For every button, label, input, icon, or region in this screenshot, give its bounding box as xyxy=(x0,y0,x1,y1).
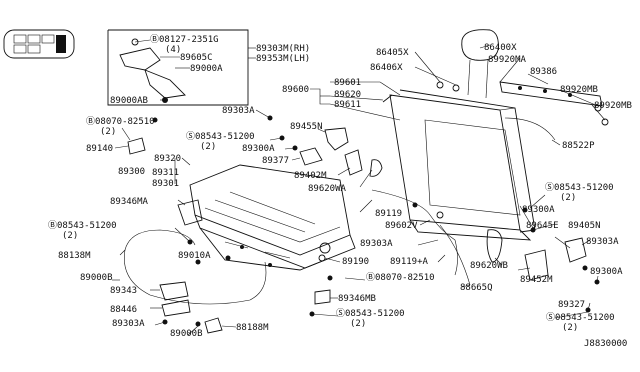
label-89452m: 89452M xyxy=(520,275,553,285)
label-89190: 89190 xyxy=(342,257,369,267)
label-89402m: 89402M xyxy=(294,171,327,181)
label-diagram-code: J8830000 xyxy=(584,339,627,349)
vehicle-locator-icon xyxy=(3,29,75,59)
label-89605c: 89605C xyxy=(180,53,213,63)
label-89000ab: 89000AB xyxy=(110,96,148,106)
label-89455n: 89455N xyxy=(290,122,323,132)
label-88446: 88446 xyxy=(110,305,137,315)
label-86405x: 86405X xyxy=(376,48,409,58)
bracket-88446 xyxy=(161,299,191,317)
label-89320: 89320 xyxy=(154,154,181,164)
label-89300a-b: 89300A xyxy=(522,205,555,215)
latch-89452m xyxy=(524,249,549,281)
label-89920mb-b: 89920MB xyxy=(594,101,632,111)
label-86400x: 86400X xyxy=(484,43,517,53)
label-89303a-r: 89303A xyxy=(586,237,619,247)
label-88138m: 88138M xyxy=(58,251,91,261)
label-89300: 89300 xyxy=(118,167,145,177)
label-86406x: 86406X xyxy=(370,63,403,73)
label-89140: 89140 xyxy=(86,144,113,154)
label-89303m: 89303M(RH) xyxy=(256,44,310,54)
label-89327: 89327 xyxy=(558,300,585,310)
label-08543-qty-b: (2) xyxy=(560,193,576,203)
clip-88188m xyxy=(204,317,223,334)
label-89010a: 89010A xyxy=(178,251,211,261)
label-08070-82510-b: Ⓑ08070-82510 xyxy=(366,272,435,283)
label-89000b-a: 89000B xyxy=(80,273,113,283)
strap-89620wb xyxy=(486,229,503,263)
label-08543-b: Ⓢ08543-51200 xyxy=(545,182,614,193)
cable-88665q xyxy=(439,224,471,286)
label-08543-qty-e: (2) xyxy=(562,323,578,333)
seat-cushion xyxy=(189,164,356,269)
label-89405n: 89405N xyxy=(568,221,601,231)
label-89611: 89611 xyxy=(334,100,361,110)
label-89920ma: 89920MA xyxy=(488,55,527,65)
part-labels: Ⓑ08127-2351G (4) 89605C 89000A 89000AB 8… xyxy=(48,34,632,349)
label-88665q: 88665Q xyxy=(460,283,493,293)
label-89300a-c: 89300A xyxy=(590,267,623,277)
hinge-inset-box xyxy=(107,29,256,106)
label-89620wa: 89620WA xyxy=(308,184,347,194)
bracket-89140 xyxy=(127,137,146,155)
label-89386: 89386 xyxy=(530,67,557,77)
label-08543-a: Ⓢ08543-51200 xyxy=(186,131,255,142)
label-08070-82510-a: Ⓑ08070-82510 xyxy=(86,116,155,127)
label-89645e: 89645E xyxy=(526,221,559,231)
label-88522p: 88522P xyxy=(562,141,595,151)
label-08543-qty-a: (2) xyxy=(200,142,216,152)
label-08543-qty-d: (2) xyxy=(350,319,366,329)
label-89601: 89601 xyxy=(334,78,361,88)
hinge-bracket xyxy=(119,38,190,103)
label-89620wb: 89620WB xyxy=(470,261,508,271)
label-89346ma: 89346MA xyxy=(110,197,149,207)
label-08070-qty-a: (2) xyxy=(100,127,116,137)
bracket-89377 xyxy=(299,147,323,166)
label-08127-qty: (4) xyxy=(165,45,181,55)
bracket-89455n xyxy=(324,127,349,151)
label-89620: 89620 xyxy=(334,90,361,100)
label-89311: 89311 xyxy=(152,168,179,178)
strap-89620wa xyxy=(369,159,383,177)
headrest xyxy=(436,29,499,99)
label-89353m: 89353M(LH) xyxy=(256,54,310,64)
seat-back-rail xyxy=(499,81,609,141)
label-89000b-b: 89000B xyxy=(170,329,203,339)
label-89920mb-a: 89920MB xyxy=(560,85,598,95)
label-89119: 89119 xyxy=(375,209,402,219)
bracket-89343 xyxy=(159,281,189,301)
label-89301: 89301 xyxy=(152,179,179,189)
seat-back-assembly xyxy=(382,89,536,241)
label-89602v: 89602V xyxy=(385,221,418,231)
label-89303a-bot: 89303A xyxy=(112,319,145,329)
label-89303a-mid: 89303A xyxy=(360,239,393,249)
label-08543-c: Ⓑ08543-51200 xyxy=(48,220,117,231)
label-89000a: 89000A xyxy=(190,64,223,74)
leader-lines xyxy=(112,44,606,336)
label-89119a: 89119+A xyxy=(390,257,429,267)
label-89303a-top: 89303A xyxy=(222,106,255,116)
cable-89119 xyxy=(371,189,458,276)
bracket-89405n xyxy=(564,237,587,263)
label-89343: 89343 xyxy=(110,286,137,296)
label-89377: 89377 xyxy=(262,156,289,166)
label-89300a-a: 89300A xyxy=(242,144,275,154)
latch-89402m xyxy=(344,149,363,176)
wire-88138m xyxy=(123,229,267,305)
label-08127-2351g: Ⓑ08127-2351G xyxy=(150,34,219,45)
label-89600: 89600 xyxy=(282,85,309,95)
label-88188m: 88188M xyxy=(236,323,269,333)
seat-frame xyxy=(199,227,331,271)
label-89346mb: 89346MB xyxy=(338,294,376,304)
label-08543-d: Ⓢ08543-51200 xyxy=(336,308,405,319)
label-08543-e: Ⓢ08543-51200 xyxy=(546,312,615,323)
label-08543-qty-c: (2) xyxy=(62,231,78,241)
clip-89346mb xyxy=(314,289,331,305)
bracket-89346ma xyxy=(177,199,203,226)
